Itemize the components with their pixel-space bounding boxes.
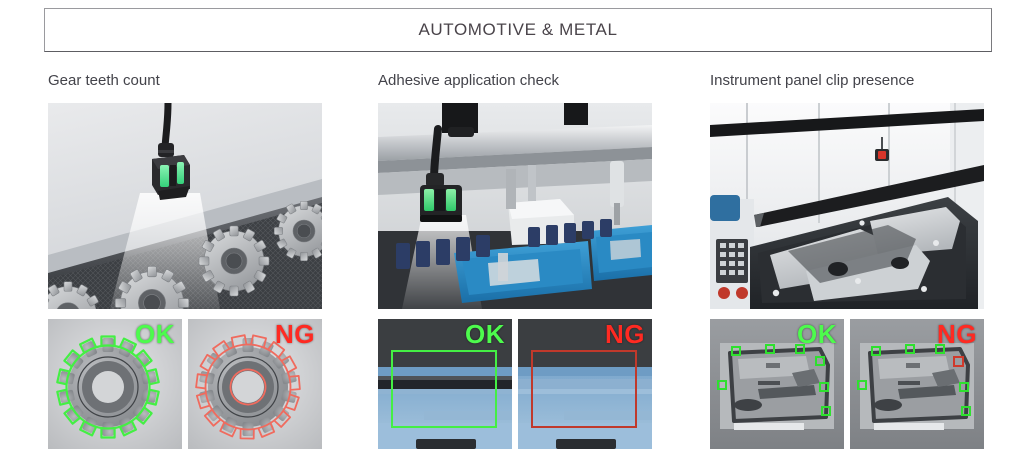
- column-instrument-panel-clip-presence: Instrument panel clip presence: [710, 72, 984, 449]
- column-title: Adhesive application check: [378, 72, 559, 89]
- verdict-label-ok: OK: [135, 319, 175, 349]
- vision-sensor-icon: [420, 185, 462, 222]
- verdict-label-ok: OK: [465, 319, 505, 349]
- result-thumbnails: OK: [710, 319, 984, 449]
- column-title: Gear teeth count: [48, 72, 160, 89]
- result-thumb-ng[interactable]: NG: [518, 319, 652, 449]
- hero-image-adhesive-line: [378, 103, 652, 309]
- gear-shape: [198, 225, 270, 297]
- column-adhesive-application-check: Adhesive application check: [378, 72, 652, 449]
- verdict-label-ng: NG: [937, 319, 977, 349]
- column-gear-teeth-count: Gear teeth count: [48, 72, 322, 449]
- hero-image-gear-conveyor: [48, 103, 322, 309]
- result-thumb-ok[interactable]: OK: [710, 319, 844, 449]
- verdict-label-ng: NG: [275, 319, 315, 349]
- result-thumb-ok[interactable]: OK: [378, 319, 512, 449]
- page-banner: AUTOMOTIVE & METAL: [44, 8, 992, 52]
- hero-image-instrument-panel-fixture: [710, 103, 984, 309]
- showcase-columns: Gear teeth count: [0, 72, 1024, 449]
- column-title: Instrument panel clip presence: [710, 72, 915, 89]
- result-thumbnails: OK NG: [378, 319, 652, 449]
- vision-sensor-icon: [152, 155, 190, 200]
- verdict-label-ng: NG: [605, 319, 645, 349]
- verdict-label-ok: OK: [797, 319, 837, 349]
- result-thumb-ng[interactable]: NG: [850, 319, 984, 449]
- banner-title: AUTOMOTIVE & METAL: [418, 20, 618, 39]
- result-thumbnails: OK: [48, 319, 322, 449]
- result-thumb-ng[interactable]: NG: [188, 319, 322, 449]
- result-thumb-ok[interactable]: OK: [48, 319, 182, 449]
- missing-clip-marker: [953, 356, 964, 367]
